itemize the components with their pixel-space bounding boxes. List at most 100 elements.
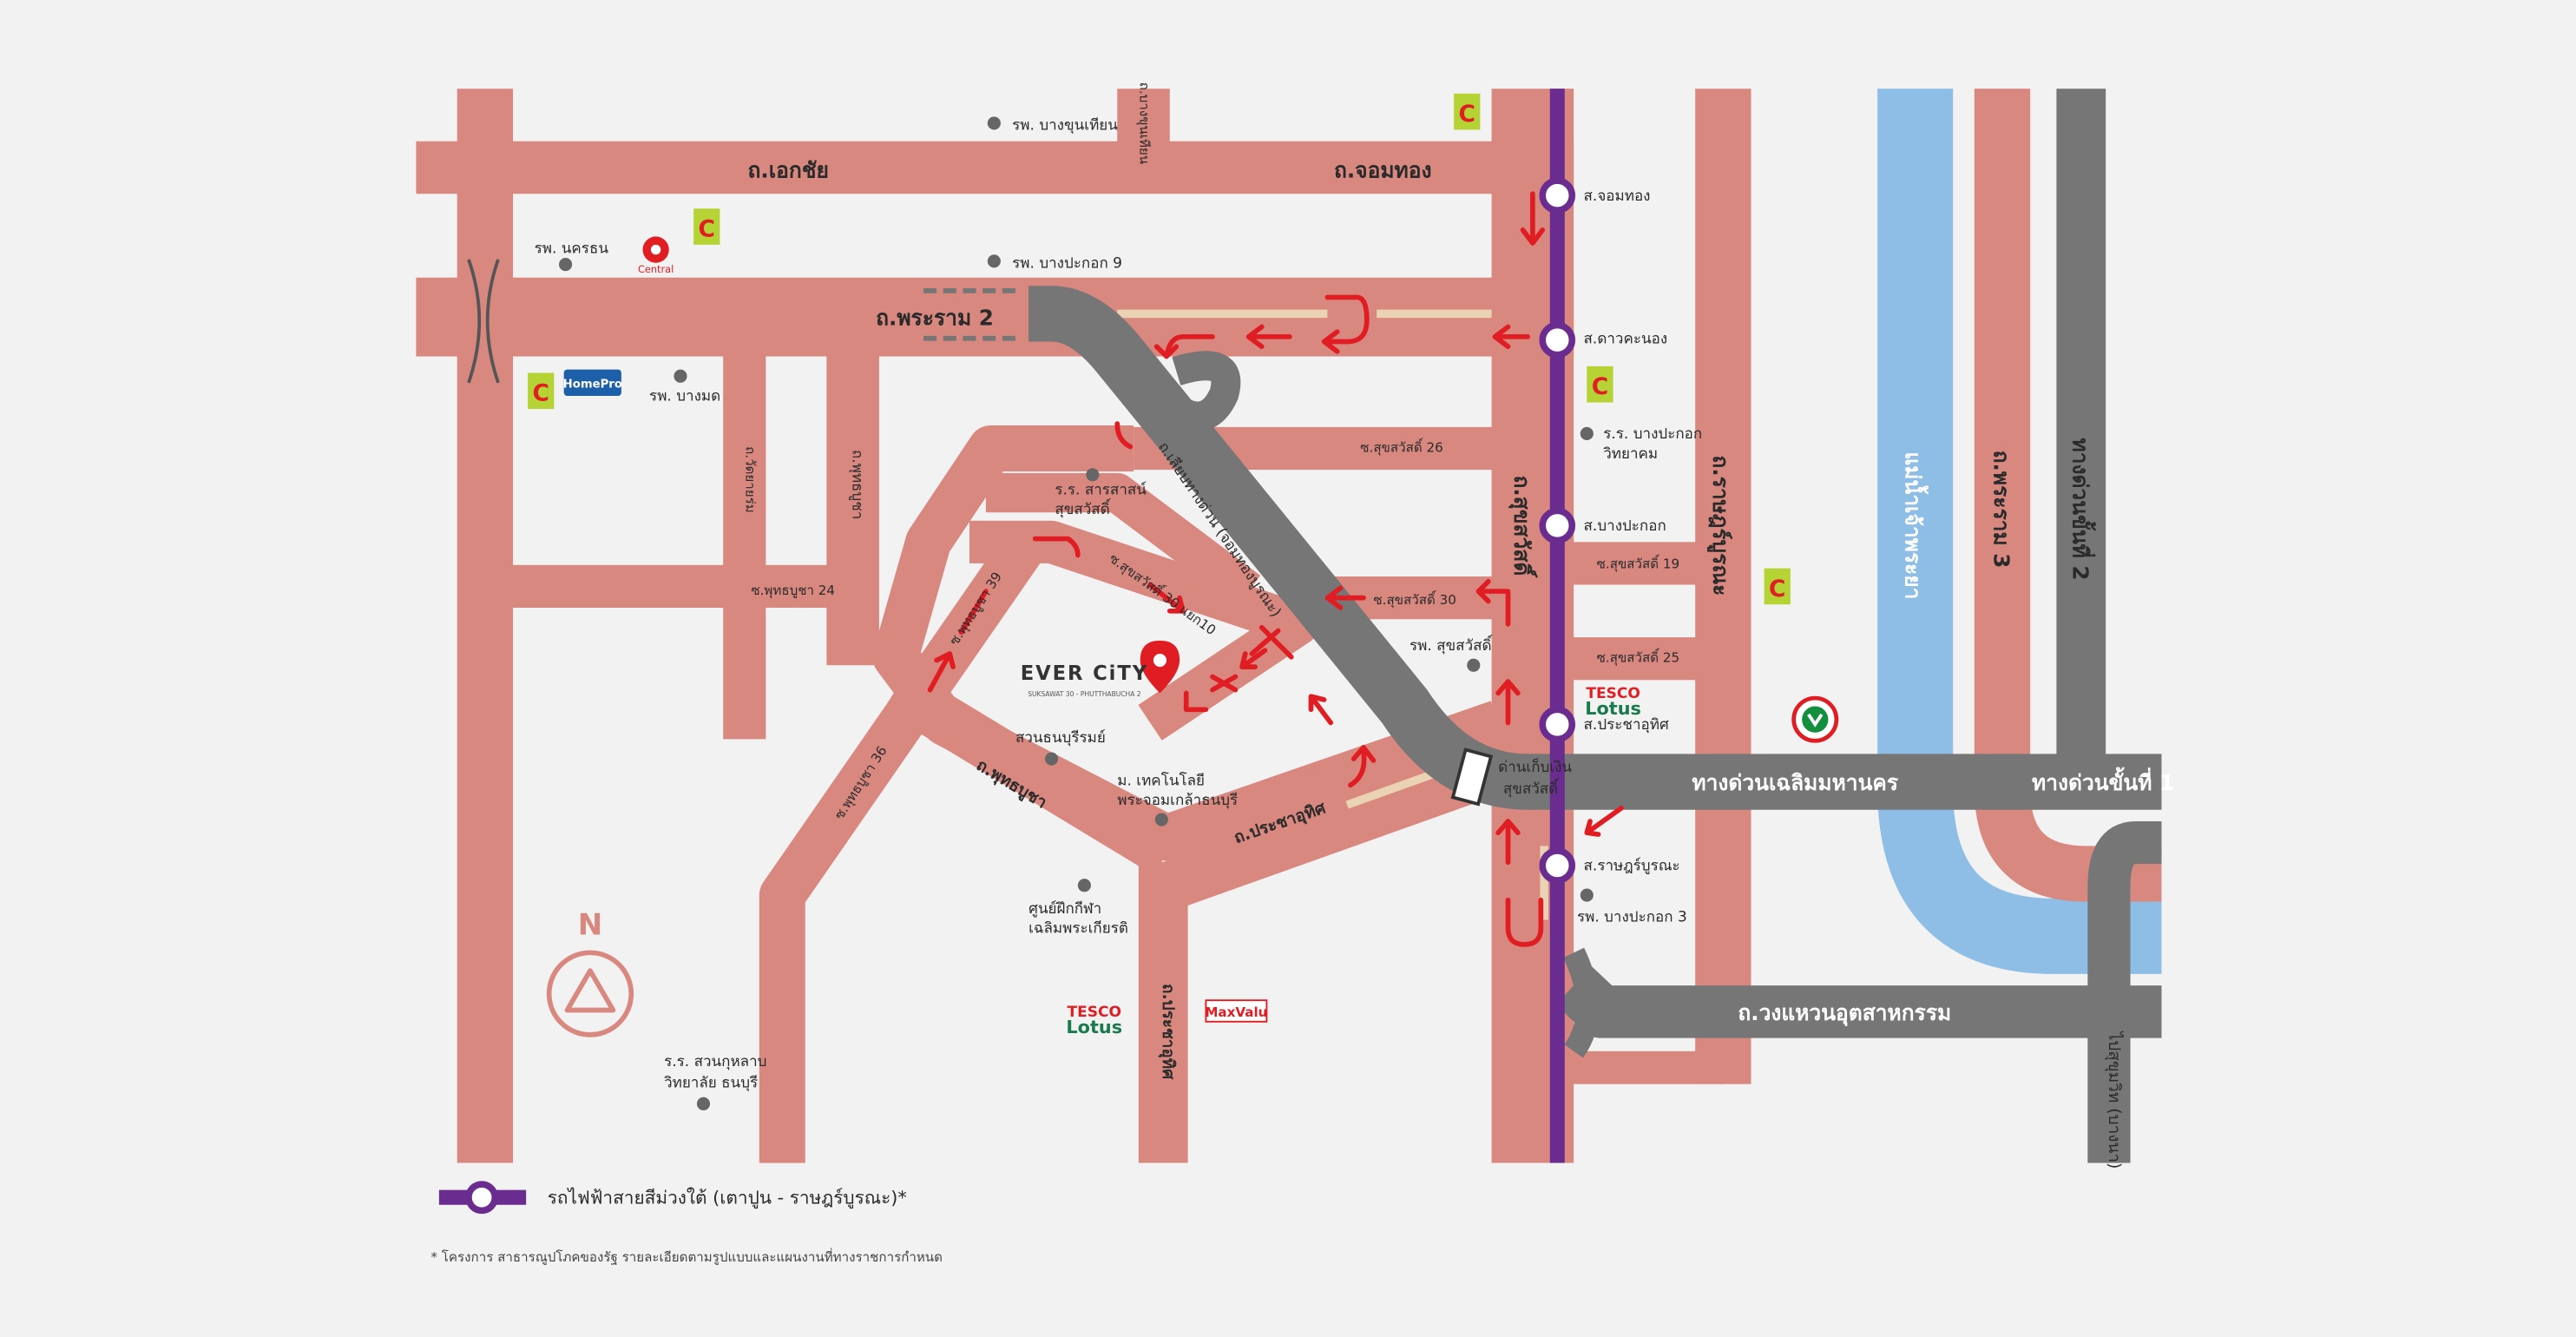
arrow-icon: [1348, 744, 1377, 788]
expressway-group: [467, 89, 2162, 1163]
tesco-lotus-logo: TESCO Lotus: [1066, 1004, 1122, 1037]
label-school-sarasas-2: สุขสวัสดิ์: [1055, 498, 1111, 518]
bigc-logo-text: C: [1769, 576, 1785, 603]
bigc-logo: C: [528, 372, 555, 410]
station-chomthong-marker[interactable]: [1539, 177, 1576, 214]
arrow-icon: [1210, 674, 1239, 693]
toll-gate-icon: [1450, 748, 1494, 807]
poi-dot: [987, 116, 1001, 130]
arrow-icon: [1495, 679, 1521, 726]
station-daokanong-marker[interactable]: [1539, 321, 1576, 359]
label-expressway2: ทางด่วนขั้นที่ 2: [2067, 438, 2096, 580]
poi-dot: [1467, 658, 1481, 672]
label-top-road: ถ.บางขุนเทียน: [1136, 82, 1153, 164]
prachauthit-road: [1158, 745, 1507, 911]
central-logo: Central: [638, 236, 674, 275]
bangkhuntian-road: [457, 89, 514, 1163]
central-logo-text: Central: [638, 263, 674, 275]
footnote: * โครงการ สาธารณูปโภคของรัฐ รายละเอียดตา…: [430, 1248, 943, 1265]
bigc-logo-text: C: [1592, 373, 1608, 400]
bigc-logo-text: C: [532, 380, 549, 407]
project-marker[interactable]: EVER CiTY SUKSAWAT 30 - PHUTTHABUCHA 2: [1021, 640, 1180, 698]
label-watyai: ถ.วัดยายร่ม: [743, 446, 759, 513]
project-name: EVER CiTY: [1021, 662, 1148, 685]
label-chalerm-mahanakhon: ทางด่วนเฉลิมมหานคร: [1692, 770, 1898, 795]
expressway-ramp-loop: [1166, 351, 1241, 431]
label-school-suankularb-1: ร.ร. สวนกุหลาบ: [664, 1053, 766, 1070]
label-school-sarasas-1: ร.ร. สารสาสน์: [1055, 481, 1147, 498]
river-group: [1877, 89, 2162, 974]
arrow-icon: [1114, 421, 1134, 450]
station-icon: [1539, 706, 1576, 743]
legend: รถไฟฟ้าสายสีม่วงใต้ (เตาปูน - ราษฎร์บูรณ…: [430, 1181, 943, 1265]
arrow-icon: [1308, 694, 1334, 726]
label-park-thonburirom: สวนธนบุรีรมย์: [1015, 729, 1106, 747]
label-hosp-nakhon: รพ. นครธน: [535, 240, 609, 257]
label-rama3: ถ.พระราม 3: [1989, 451, 2014, 569]
label-to-sukhumvit: ไปสุขุมวิท (บางนา): [2104, 1031, 2124, 1169]
compass-ring-icon: [546, 950, 634, 1037]
project-subtitle: SUKSAWAT 30 - PHUTTHABUCHA 2: [1028, 690, 1141, 698]
label-station-chomthong: ส.จอมทอง: [1584, 188, 1651, 205]
label-ratburana: ถ.ราษฎร์บูรณะ: [1706, 455, 1733, 596]
label-school-suankularb-2: วิทยาลัย ธนบุรี: [664, 1074, 759, 1091]
label-suksawat30: ซ.สุขสวัสดิ์ 30: [1373, 589, 1456, 609]
station-icon: [1539, 177, 1576, 214]
poi-dot: [559, 258, 573, 272]
watyai-road: [723, 345, 766, 740]
chaophraya-river: [1877, 89, 2162, 974]
maxvalu-logo-text: MaxValu: [1205, 1004, 1267, 1020]
label-sports-1: ศูนย์ฝึกกีฬา: [1028, 900, 1101, 918]
label-suksawat26: ซ.สุขสวัสดิ์ 26: [1360, 437, 1442, 456]
arrow-icon: [1495, 819, 1521, 866]
bigc-logo: C: [693, 208, 720, 245]
legend-station-icon: [465, 1181, 498, 1215]
label-suksawat19: ซ.สุขสวัสดิ์ 19: [1597, 554, 1679, 573]
legend-purple-line-label: รถไฟฟ้าสายสีม่วงใต้ (เตาปูน - ราษฎร์บูรณ…: [548, 1188, 907, 1209]
prachauthit-south-road: [1138, 862, 1188, 1163]
bigc-logo: C: [1764, 568, 1791, 605]
label-hosp-bangpakok3: รพ. บางปะกอก 3: [1577, 908, 1687, 925]
station-prachauthit-marker[interactable]: [1539, 706, 1576, 743]
arrow-icon: [1239, 648, 1268, 669]
arrow-icon: [1245, 324, 1292, 350]
expressway1-road: [2056, 89, 2106, 795]
poi-dot: [1086, 468, 1100, 482]
kbank-logo: [1791, 695, 1839, 743]
tesco-text: TESCO: [1586, 685, 1640, 702]
station-bangpakok-marker[interactable]: [1539, 507, 1576, 544]
arrow-icon: [1147, 582, 1186, 614]
label-hosp-suksawat: รพ. สุขสวัสดิ์: [1410, 635, 1494, 655]
station-labels: ส.จอมทอง ส.ดาวคะนอง ส.บางปะกอก ส.ประชาอุ…: [1584, 188, 1680, 875]
station-ratburana-marker[interactable]: [1539, 847, 1576, 884]
arrow-icon: [1492, 324, 1531, 350]
compass-north-label: N: [578, 907, 602, 942]
label-chomthong: ถ.จอมทอง: [1334, 157, 1432, 182]
poi-dot: [1045, 752, 1059, 766]
label-rama2: ถ.พระราม 2: [876, 306, 994, 331]
station-icon: [1539, 321, 1576, 359]
soi-suksawat25-road: [1561, 637, 1709, 681]
lotus-text: Lotus: [1066, 1017, 1122, 1037]
label-school-bangpakok-2: วิทยาคม: [1603, 445, 1658, 463]
compass: N: [546, 907, 634, 1037]
arrow-icon: [1153, 334, 1215, 359]
arrow-icon: [1249, 624, 1294, 660]
top-short-road: [1117, 89, 1170, 155]
arrow-icon: [958, 589, 989, 636]
purple-line-group: [1539, 89, 1576, 1163]
inner-block-road: [985, 472, 1261, 608]
homepro-logo: HomePro: [563, 369, 622, 396]
bigc-logo-text: C: [699, 215, 715, 242]
label-hosp-bangpakok9: รพ. บางปะกอก 9: [1012, 254, 1122, 272]
bigc-logo-text: C: [1458, 101, 1475, 128]
homepro-logo-text: HomePro: [563, 378, 622, 391]
bigc-logo: C: [1454, 93, 1481, 130]
soi-suksawat19-road: [1561, 542, 1709, 585]
label-expressway1: ทางด่วนขั้นที่ 1: [2032, 767, 2174, 795]
poi-dot: [1580, 888, 1594, 902]
phutthabucha-road: [883, 668, 1180, 876]
arrow-icon: [1584, 805, 1624, 837]
